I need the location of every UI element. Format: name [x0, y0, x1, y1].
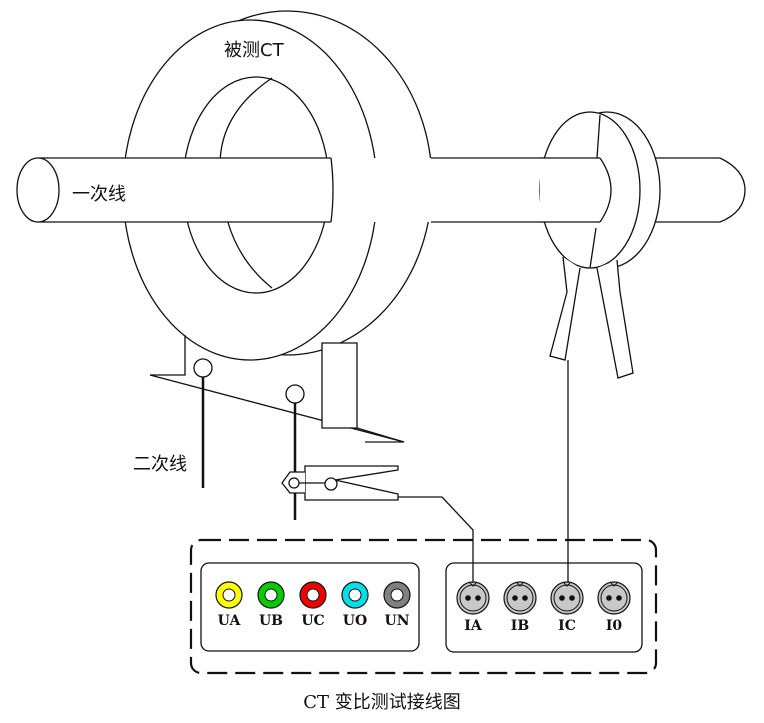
voltage-port-ua[interactable]: [215, 581, 243, 609]
current-port-group: [445, 562, 643, 653]
voltage-port-label: UA: [217, 613, 241, 629]
primary-line-label: 一次线: [72, 184, 126, 205]
ct-bracket-right: [321, 342, 358, 429]
voltage-port-label: UN: [384, 613, 410, 629]
voltage-port-label: UC: [301, 613, 325, 629]
current-port-label: I0: [605, 618, 623, 634]
alligator-clip: [281, 465, 474, 585]
current-port-ic[interactable]: [550, 581, 584, 615]
diagram-caption: CT 变比测试接线图: [303, 692, 461, 713]
voltage-port-label: UO: [342, 613, 368, 629]
current-port-label: IA: [464, 618, 482, 634]
voltage-port-label: UB: [258, 613, 284, 629]
clamp-ct: [539, 111, 661, 585]
ct-under-test-label: 被测CT: [224, 40, 284, 61]
current-port-i0[interactable]: [597, 581, 631, 615]
conductor-end-left: [16, 157, 60, 223]
current-port-label: IB: [510, 618, 530, 634]
ct-bracket-left: [150, 335, 186, 376]
voltage-port-ub[interactable]: [257, 581, 285, 609]
voltage-port-group: [200, 562, 420, 652]
secondary-line-label: 二次线: [133, 454, 187, 475]
voltage-port-un[interactable]: [383, 581, 411, 609]
secondary-terminal-1: [193, 358, 213, 378]
conductor-end-right: [719, 157, 746, 223]
ia-lead: [398, 496, 474, 585]
voltage-port-uc[interactable]: [299, 581, 327, 609]
current-port-ib[interactable]: [503, 581, 537, 615]
secondary-terminal-2: [285, 384, 305, 404]
voltage-port-uo[interactable]: [341, 581, 369, 609]
ct-mount-plate: [149, 374, 405, 443]
instrument-panel: [189, 538, 658, 675]
current-port-ia[interactable]: [456, 581, 490, 615]
current-port-label: IC: [558, 618, 576, 634]
